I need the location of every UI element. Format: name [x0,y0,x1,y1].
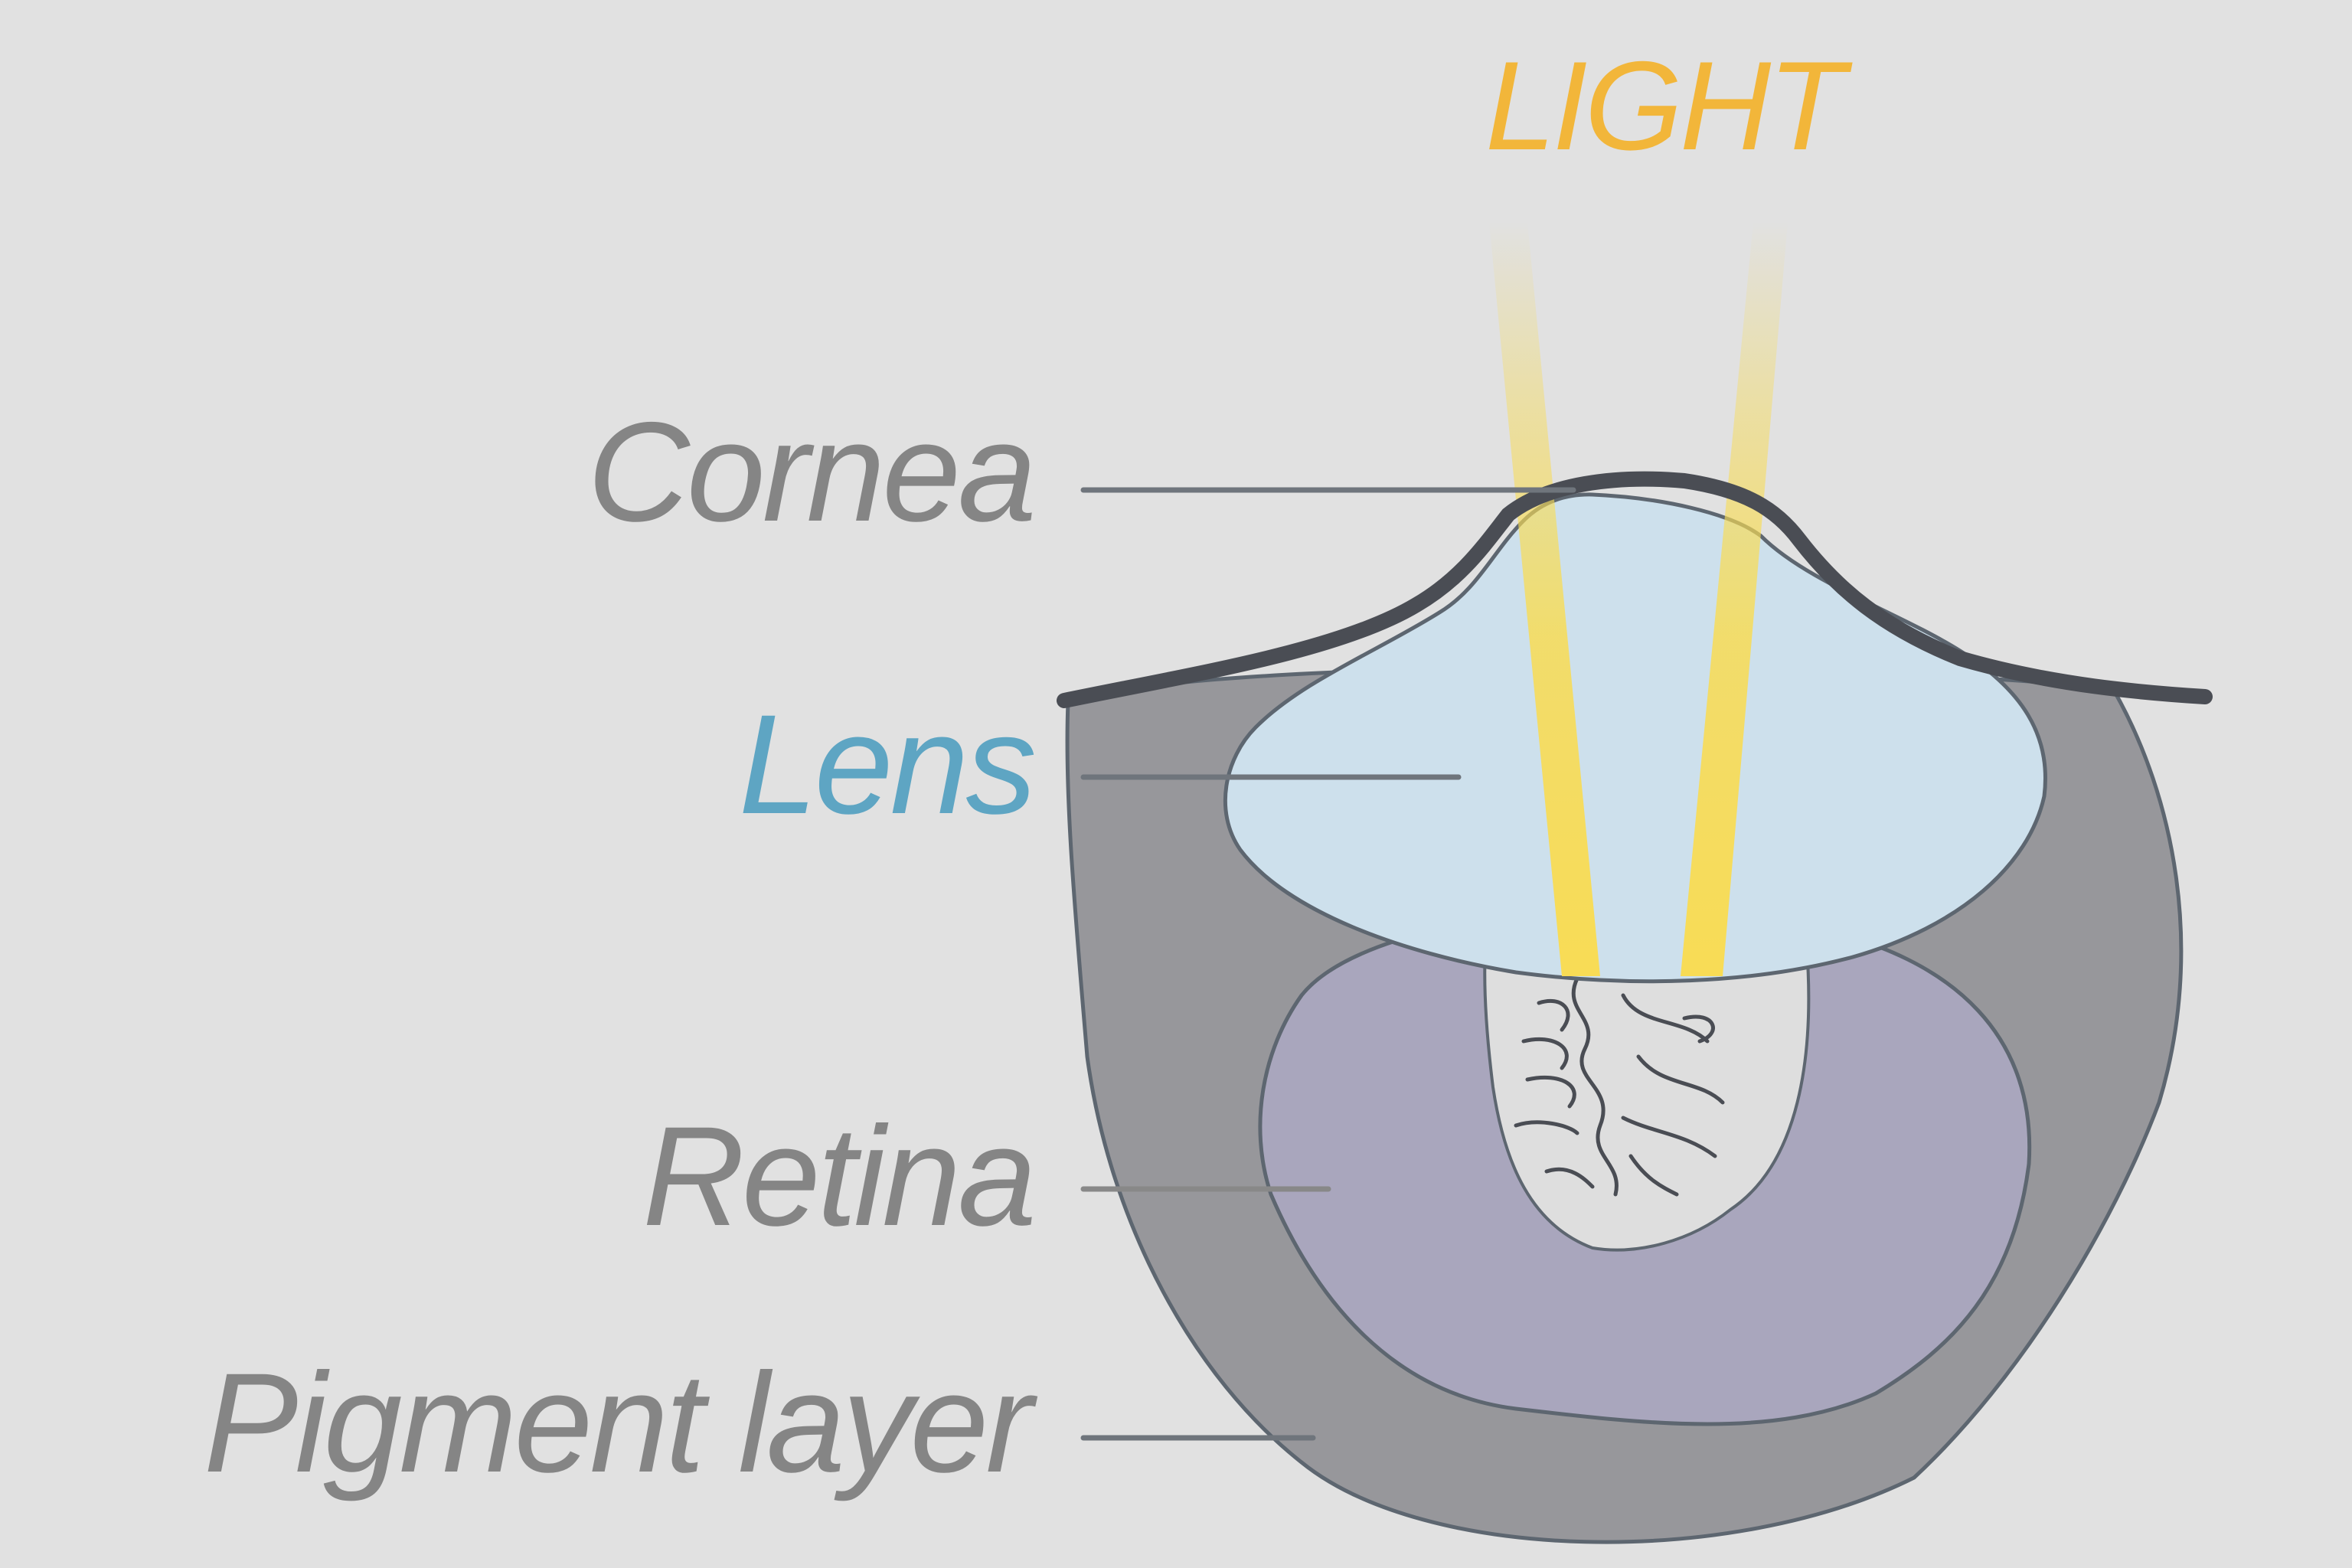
cornea-label: Cornea [587,394,1034,551]
leader-lines [1080,487,1576,1441]
light-label: LIGHT [1485,35,1853,176]
pigment-layer-label: Pigment layer [204,1344,1037,1502]
retina-label: Retina [642,1098,1034,1256]
light-beams [1489,222,1788,976]
lens-shape [1223,492,2047,984]
light-beam-right [1681,222,1788,976]
photoreceptor-cells [1514,976,1725,1197]
lens-label: Lens [739,686,1034,844]
light-beam-left [1489,222,1600,976]
cornea-outline [1057,471,2213,708]
